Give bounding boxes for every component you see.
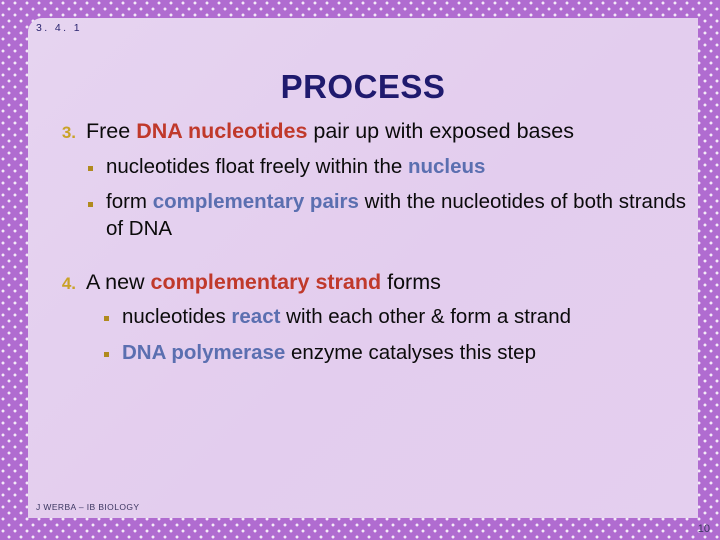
text-run-highlight-blue: DNA polymerase bbox=[122, 341, 286, 365]
text-run: nucleotides bbox=[122, 305, 232, 329]
text-run: with the nucleotides of both strands of … bbox=[106, 190, 686, 241]
sub-bullet-4-1: nucleotides react with each other & form… bbox=[28, 304, 698, 331]
text-run-highlight-red: DNA nucleotides bbox=[136, 119, 308, 143]
text-run-highlight-blue: complementary pairs bbox=[152, 190, 359, 214]
text-run-highlight-blue: nucleus bbox=[407, 154, 486, 178]
text-run: pair up with exposed bases bbox=[307, 119, 574, 143]
text-run-highlight-blue: react bbox=[231, 305, 281, 329]
text-run: nucleotides float freely within the bbox=[106, 154, 408, 178]
slide-eyebrow-code: 3. 4. 1 bbox=[36, 22, 82, 34]
numbered-item-4: 4. A new complementary strand forms bbox=[28, 269, 698, 296]
sub-bullet-4-2: DNA polymerase enzyme catalyses this ste… bbox=[28, 340, 698, 367]
sub-bullet-3-1-text: nucleotides float freely within the nucl… bbox=[106, 154, 485, 181]
square-bullet-icon bbox=[104, 347, 122, 367]
text-run: Free bbox=[86, 119, 137, 143]
text-run-highlight-red: complementary strand bbox=[150, 269, 382, 294]
numbered-item-3-text: Free DNA nucleotides pair up with expose… bbox=[86, 118, 574, 145]
page-number: 10 bbox=[697, 523, 710, 535]
text-run: A new bbox=[86, 269, 151, 294]
numbered-item-4-text: A new complementary strand forms bbox=[86, 269, 441, 296]
text-run: form bbox=[106, 190, 153, 214]
square-bullet-icon bbox=[88, 196, 106, 216]
page-title: PROCESS bbox=[280, 68, 446, 105]
numbered-item-3-marker: 3. bbox=[61, 123, 76, 142]
slide-inner-panel: 3. 4. 1 PROCESS 3. Free DNA nucleotides … bbox=[28, 18, 698, 518]
square-bullet-icon bbox=[88, 161, 106, 181]
square-bullet-icon bbox=[104, 311, 122, 331]
text-run: forms bbox=[381, 269, 441, 294]
numbered-item-3: 3. Free DNA nucleotides pair up with exp… bbox=[28, 118, 698, 145]
slide-body-list: 3. Free DNA nucleotides pair up with exp… bbox=[28, 118, 698, 367]
sub-bullet-3-1: nucleotides float freely within the nucl… bbox=[28, 154, 698, 181]
footer-attribution: J WERBA – IB BIOLOGY bbox=[36, 502, 140, 512]
sub-bullet-4-2-text: DNA polymerase enzyme catalyses this ste… bbox=[122, 340, 536, 367]
numbered-item-4-marker: 4. bbox=[61, 273, 76, 293]
text-run: with each other & form a strand bbox=[280, 305, 571, 329]
sub-bullet-4-1-text: nucleotides react with each other & form… bbox=[122, 304, 571, 331]
sub-bullet-3-2: form complementary pairs with the nucleo… bbox=[28, 189, 698, 242]
sub-bullet-3-2-text: form complementary pairs with the nucleo… bbox=[106, 189, 686, 242]
text-run: enzyme catalyses this step bbox=[285, 341, 536, 365]
section-gap bbox=[28, 243, 698, 269]
